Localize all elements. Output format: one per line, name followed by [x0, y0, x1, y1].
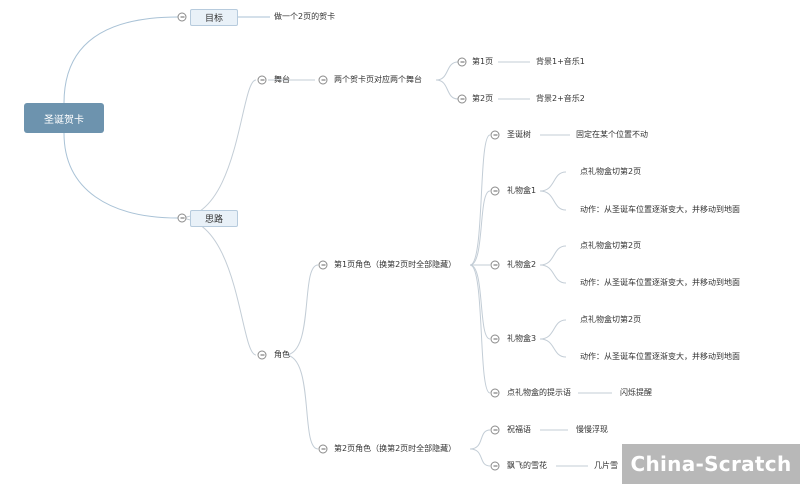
collapse-role-page2-toggle[interactable]	[318, 444, 328, 454]
collapse-hint-toggle[interactable]	[490, 388, 500, 398]
node-goal[interactable]: 目标	[190, 9, 238, 26]
node-snow[interactable]: 飘飞的雪花	[507, 461, 547, 470]
node-idea[interactable]: 思路	[190, 210, 238, 227]
collapse-stage-child-toggle[interactable]	[318, 75, 328, 85]
node-gift2-action[interactable]: 动作：从圣诞车位置逐渐变大，并移动到地面	[580, 278, 740, 287]
node-role[interactable]: 角色	[274, 350, 290, 359]
node-page1[interactable]: 第1页	[472, 57, 494, 66]
node-gift1-click[interactable]: 点礼物盒切第2页	[580, 167, 642, 176]
node-page2-detail[interactable]: 背景2+音乐2	[536, 94, 585, 103]
collapse-page2-toggle[interactable]	[457, 94, 467, 104]
collapse-role-page1-toggle[interactable]	[318, 260, 328, 270]
node-goal-detail[interactable]: 做一个2页的贺卡	[274, 12, 336, 21]
node-gift2-click[interactable]: 点礼物盒切第2页	[580, 241, 642, 250]
node-hint[interactable]: 点礼物盒的提示语	[507, 388, 571, 397]
node-page1-detail[interactable]: 背景1+音乐1	[536, 57, 585, 66]
collapse-gift3-toggle[interactable]	[490, 334, 500, 344]
collapse-gift2-toggle[interactable]	[490, 260, 500, 270]
collapse-gift1-toggle[interactable]	[490, 186, 500, 196]
node-gift3-action[interactable]: 动作：从圣诞车位置逐渐变大，并移动到地面	[580, 352, 740, 361]
node-stage[interactable]: 舞台	[274, 75, 290, 84]
node-tree[interactable]: 圣诞树	[507, 130, 531, 139]
node-role-page1[interactable]: 第1页角色（换第2页时全部隐藏）	[334, 260, 457, 269]
collapse-role-toggle[interactable]	[257, 350, 267, 360]
node-role-page2[interactable]: 第2页角色（换第2页时全部隐藏）	[334, 444, 457, 453]
node-snow-detail[interactable]: 几片雪	[594, 461, 618, 470]
collapse-snow-toggle[interactable]	[490, 461, 500, 471]
node-hint-detail[interactable]: 闪烁提醒	[620, 388, 652, 397]
node-gift3-click[interactable]: 点礼物盒切第2页	[580, 315, 642, 324]
node-greeting-detail[interactable]: 慢慢浮现	[576, 425, 608, 434]
node-greeting[interactable]: 祝福语	[507, 425, 531, 434]
node-gift3[interactable]: 礼物盒3	[507, 334, 537, 343]
node-stage-child[interactable]: 两个贺卡页对应两个舞台	[334, 75, 422, 84]
node-page2[interactable]: 第2页	[472, 94, 494, 103]
collapse-goal-toggle[interactable]	[177, 12, 187, 22]
node-gift1[interactable]: 礼物盒1	[507, 186, 537, 195]
collapse-page1-toggle[interactable]	[457, 57, 467, 67]
root-node[interactable]: 圣诞贺卡	[24, 103, 104, 133]
watermark-logo: China-Scratch	[622, 444, 800, 484]
node-gift2[interactable]: 礼物盒2	[507, 260, 537, 269]
collapse-idea-toggle[interactable]	[177, 213, 187, 223]
collapse-stage-toggle[interactable]	[257, 75, 267, 85]
node-tree-detail[interactable]: 固定在某个位置不动	[576, 130, 648, 139]
collapse-tree-toggle[interactable]	[490, 130, 500, 140]
collapse-greeting-toggle[interactable]	[490, 425, 500, 435]
node-gift1-action[interactable]: 动作：从圣诞车位置逐渐变大，并移动到地面	[580, 205, 740, 214]
